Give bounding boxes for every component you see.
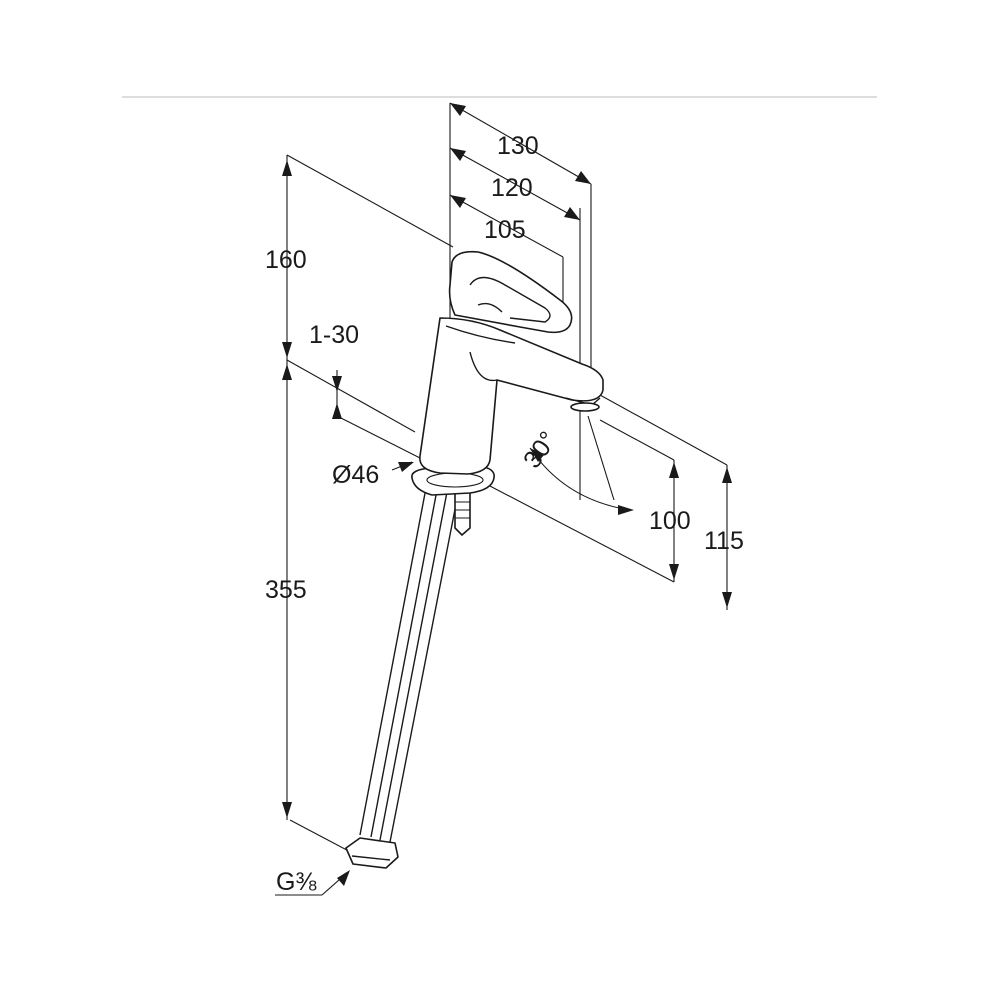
- label-thread: G⅜: [276, 868, 316, 896]
- flexible-hoses: [359, 487, 459, 843]
- leader-diameter-46: [391, 461, 414, 472]
- extension-lines: [286, 103, 728, 858]
- label-130: 130: [497, 132, 539, 160]
- faucet-body: [419, 317, 604, 475]
- aerator: [570, 402, 600, 412]
- label-355: 355: [265, 576, 307, 604]
- dimension-100: [669, 460, 679, 582]
- dimension-120: [449, 147, 581, 221]
- dimension-1-30: [332, 370, 342, 419]
- threaded-stud: [454, 491, 471, 536]
- label-angle-30: 30°: [518, 426, 563, 473]
- lever-handle: [448, 250, 573, 334]
- hose-fitting: [345, 837, 399, 869]
- dimension-130: [449, 102, 592, 185]
- dimension-115: [722, 465, 732, 610]
- angle-30: [529, 415, 634, 515]
- label-diameter-46: Ø46: [332, 461, 379, 489]
- faucet: [345, 250, 604, 869]
- leader-thread: [275, 870, 350, 896]
- dimension-160: [282, 155, 292, 360]
- dimension-355: [282, 360, 292, 820]
- label-105: 105: [484, 216, 526, 244]
- dimension-105: [449, 194, 564, 258]
- label-100: 100: [649, 507, 691, 535]
- label-160: 160: [265, 246, 307, 274]
- label-1-30: 1-30: [309, 321, 359, 349]
- label-120: 120: [491, 174, 533, 202]
- label-115: 115: [704, 527, 744, 555]
